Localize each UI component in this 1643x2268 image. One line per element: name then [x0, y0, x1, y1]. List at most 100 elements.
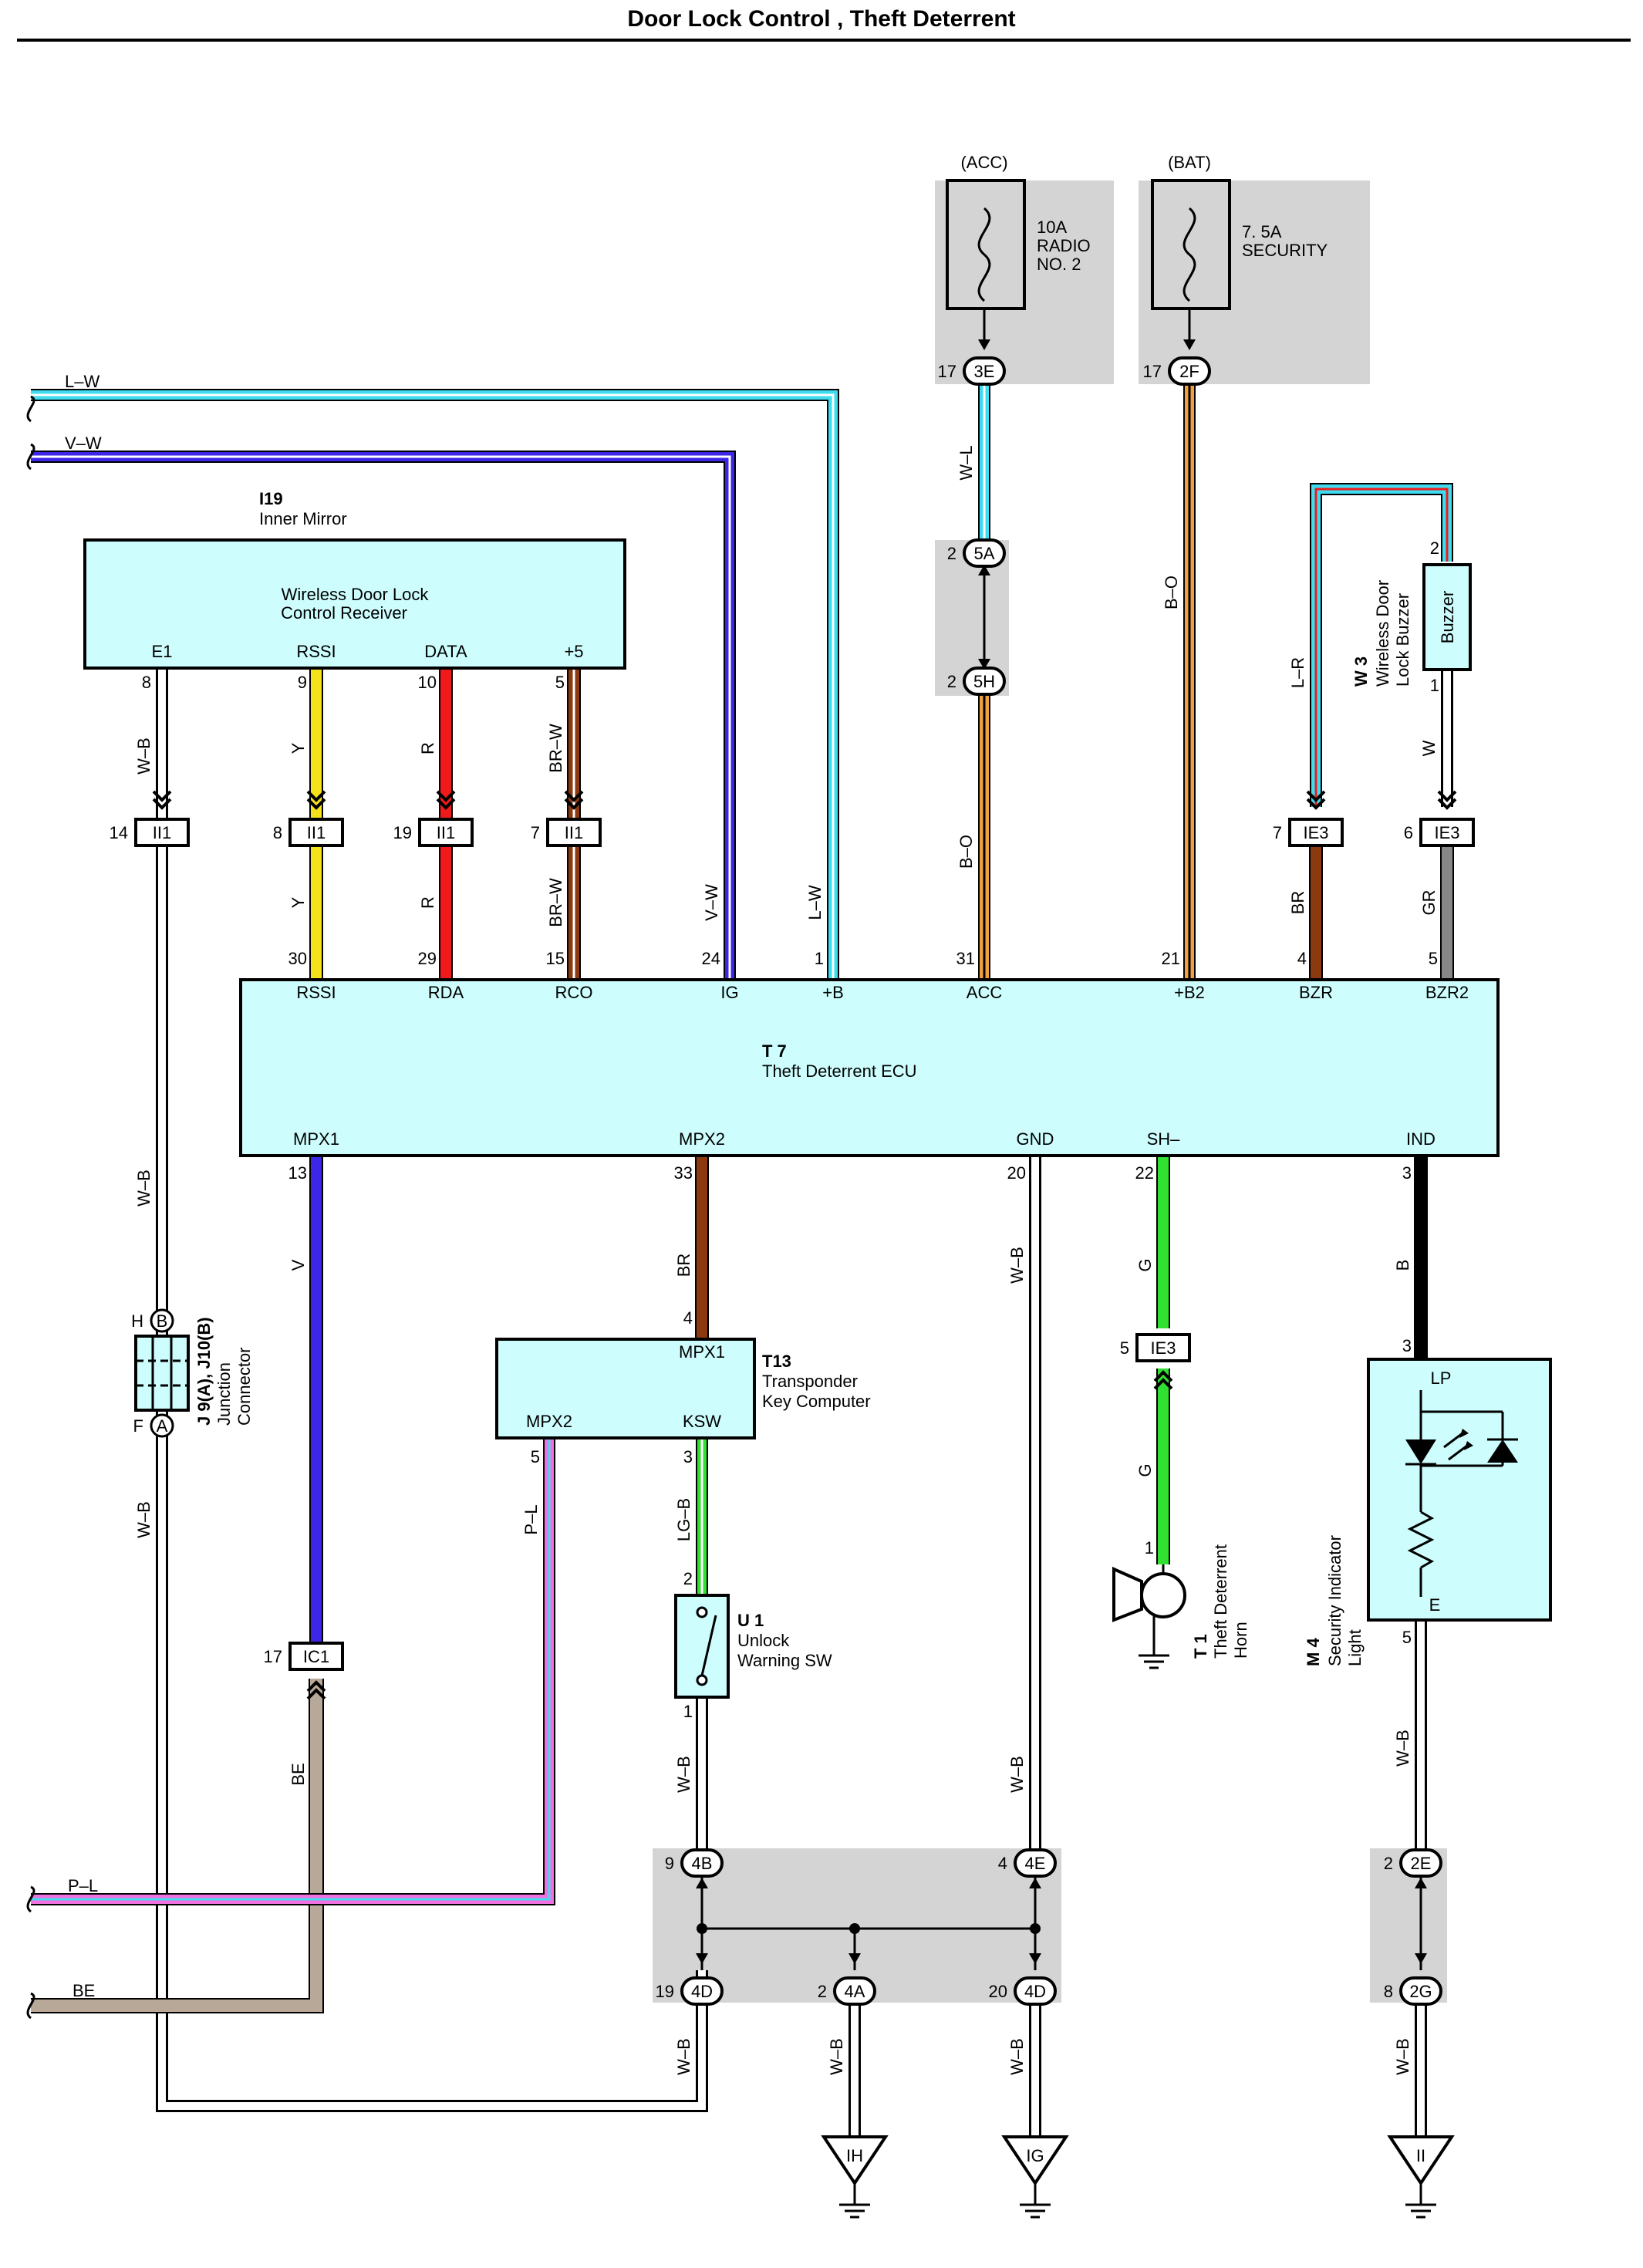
m4-id: M 4	[1304, 1638, 1323, 1666]
pin-num: 5	[1120, 1338, 1129, 1358]
t13-pin-mpx1: MPX1	[679, 1342, 725, 1362]
t13-name1: Transponder	[762, 1372, 858, 1391]
fuse-bat-source: (BAT)	[1168, 153, 1211, 172]
t7-pin-rda: RDA	[428, 983, 464, 1002]
i19-id: I19	[259, 489, 283, 508]
j9-pin-a: A	[157, 1416, 168, 1436]
pin-num: 8	[142, 673, 151, 692]
wl-w: W	[1419, 740, 1439, 756]
t7-pin-acc: ACC	[967, 983, 1003, 1002]
wl-y-2: Y	[288, 896, 308, 908]
wl-lgb: LG–B	[674, 1498, 693, 1541]
page-title: Door Lock Control , Theft Deterrent	[627, 6, 1016, 32]
fuse-bat	[1151, 179, 1231, 350]
wl-lw: L–W	[805, 885, 825, 920]
t1-name1: Theft Deterrent	[1211, 1544, 1230, 1659]
pin-num: 2	[947, 672, 956, 691]
fuse-acc-rating: 10A	[1037, 218, 1067, 237]
m4-pin-lp: LP	[1431, 1369, 1452, 1388]
wl-wb-5: W–B	[674, 1756, 693, 1793]
wire-be	[31, 1679, 324, 2013]
conn-2e: 2E	[1411, 1854, 1432, 1873]
pin-num: 3	[1402, 1336, 1412, 1355]
conn-4b: 4B	[692, 1854, 713, 1873]
wire-vw	[31, 451, 736, 980]
pin-num: 24	[702, 949, 720, 968]
ground-ih	[821, 2135, 889, 2219]
wl-wb-7: W–B	[1393, 1730, 1412, 1767]
t7-pin-rco: RCO	[555, 983, 593, 1002]
wl-brw-1: BR–W	[546, 724, 565, 773]
pin-num: 3	[1402, 1163, 1412, 1183]
wire-lr-buzzer	[1310, 483, 1453, 807]
j9-pin-h: H	[131, 1311, 143, 1331]
t7-pin-mpx2: MPX2	[679, 1129, 725, 1149]
fuse-box-bat	[1139, 181, 1370, 384]
conn-ie3-a: IE3	[1303, 823, 1328, 842]
fuse-bat-rating: 7. 5A	[1242, 222, 1282, 241]
conn-2f: 2F	[1179, 362, 1199, 381]
conn-4e: 4E	[1025, 1854, 1046, 1873]
t7-name: Theft Deterrent ECU	[762, 1061, 917, 1081]
t1-name2: Horn	[1231, 1622, 1250, 1659]
m4-indicator	[1367, 1358, 1552, 1622]
wl-be: BE	[288, 1763, 308, 1785]
pin-num: 2	[683, 1569, 693, 1588]
t7-ecu-box	[239, 978, 1500, 1157]
wl-wb-6: W–B	[1007, 1756, 1027, 1793]
conn-ii1-c: II1	[437, 823, 455, 842]
ground-label-ig: IG	[1026, 2146, 1044, 2165]
conn-2g: 2G	[1409, 1982, 1432, 2001]
wl-b: B	[1393, 1260, 1412, 1271]
wl-vw: V–W	[702, 884, 721, 921]
wl-br-2: BR	[674, 1254, 693, 1277]
fuse-bat-line2: SECURITY	[1242, 241, 1328, 260]
t13-pin-mpx2: MPX2	[526, 1412, 572, 1431]
t7-pin-ind: IND	[1406, 1129, 1436, 1149]
pin-num: 10	[418, 673, 437, 692]
fuse-acc-line2: RADIO	[1037, 236, 1091, 255]
pin-num: 7	[1273, 823, 1282, 842]
w3-id: W 3	[1351, 656, 1371, 687]
wire-label-be: BE	[73, 1981, 95, 2000]
conn-5a: 5A	[974, 544, 995, 563]
wl-gr: GR	[1419, 890, 1439, 916]
pin-num: 9	[665, 1854, 674, 1873]
j9-pin-b: B	[157, 1311, 168, 1331]
conn-4d-a: 4D	[691, 1982, 713, 2001]
pin-num: 14	[110, 823, 128, 842]
wl-wb-8: W–B	[674, 2038, 693, 2075]
t7-pin-bzr: BZR	[1299, 983, 1333, 1002]
w3-name1: Wireless Door	[1373, 580, 1392, 687]
pin-num: 5	[531, 1447, 540, 1466]
pin-num: 7	[531, 823, 540, 842]
pin-num: 5	[1402, 1628, 1412, 1647]
pin-num: 19	[393, 823, 412, 842]
pin-num: 33	[674, 1163, 693, 1183]
pin-num: 17	[1143, 362, 1162, 381]
fuse-acc-line3: NO. 2	[1037, 255, 1081, 274]
i19-pin-rssi: RSSI	[296, 642, 336, 661]
conn-5h: 5H	[973, 672, 995, 691]
pin-num: 30	[288, 949, 307, 968]
i19-name: Inner Mirror	[259, 509, 347, 528]
conn-ii1-d: II1	[565, 823, 583, 842]
t7-pin-rssi: RSSI	[296, 983, 336, 1002]
u1-switch	[674, 1594, 730, 1699]
pin-num: 5	[555, 673, 565, 692]
pin-num: 1	[1145, 1538, 1154, 1558]
pin-num: 2	[1384, 1854, 1393, 1873]
wire-label-pl: P–L	[68, 1876, 98, 1895]
ground-ig	[1001, 2135, 1069, 2219]
wl-pl: P–L	[521, 1504, 541, 1534]
ground-label-ii: II	[1416, 2146, 1425, 2165]
pin-num: 5	[1429, 949, 1438, 968]
wl-g-1: G	[1135, 1258, 1155, 1271]
wl-wl: W–L	[956, 445, 976, 480]
pin-num: 2	[947, 544, 956, 563]
fuse-acc-source: (ACC)	[960, 153, 1007, 172]
t7-pin-ig: IG	[720, 983, 738, 1002]
wl-br-1: BR	[1288, 891, 1307, 915]
pin-num: 19	[656, 1982, 674, 2001]
pin-num: 2	[818, 1982, 827, 2001]
